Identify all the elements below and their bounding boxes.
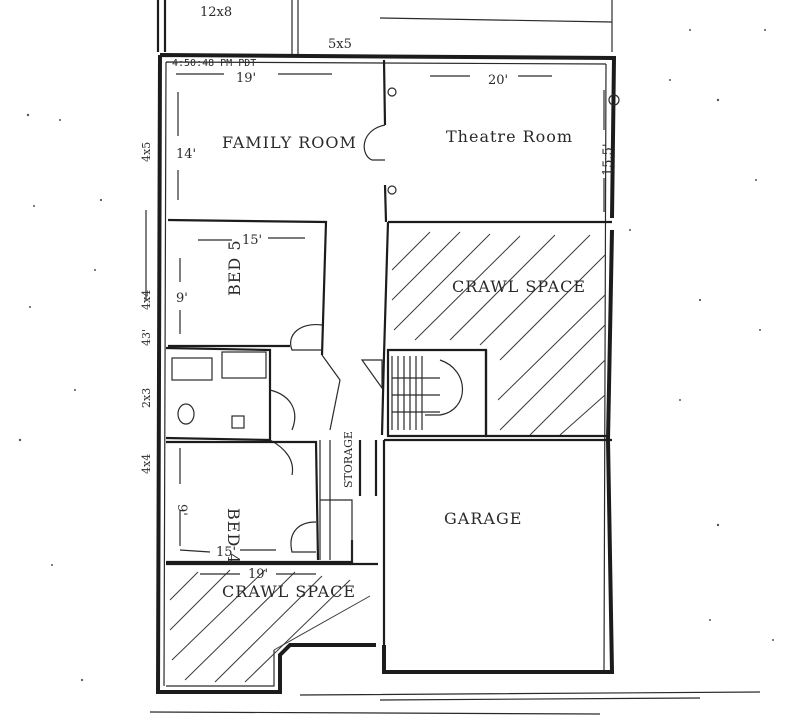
bathroom — [165, 346, 296, 476]
scan-specks — [18, 29, 774, 682]
family-width-label: 19' — [236, 71, 256, 86]
storage-walls — [358, 440, 378, 496]
side-label-43: 43' — [140, 329, 153, 346]
theatre-width-label: 20' — [488, 73, 508, 88]
hallway-lines — [319, 354, 341, 560]
bed5-label: BED 5 — [225, 239, 244, 296]
vanity-icon — [221, 351, 267, 379]
crawl-space-upper-hatch — [391, 231, 606, 436]
patch-top-label: 12x8 — [200, 5, 232, 20]
theatre-crawl-wall — [380, 220, 612, 436]
toilet-icon — [177, 403, 195, 425]
bathtub-icon — [171, 357, 213, 381]
crawl-width-label: 19' — [248, 567, 268, 582]
stairwell — [360, 348, 608, 438]
garage-label: GARAGE — [444, 509, 522, 528]
side-label-4x4: 4x4 — [140, 290, 153, 310]
bed5-door-swing — [290, 323, 323, 351]
garage-walls — [382, 438, 612, 672]
side-label-2x3: 2x3 — [140, 388, 153, 408]
top-sketch — [156, 0, 613, 55]
patch-entry-label: 5x5 — [328, 37, 352, 52]
bed4-height-label: 9' — [174, 504, 189, 516]
storage-label: STORAGE — [342, 431, 355, 488]
bed5-height-label: 9' — [176, 291, 188, 306]
crawl-space-upper-label: CRAWL SPACE — [452, 277, 586, 296]
family-room-label: FAMILY ROOM — [222, 133, 357, 152]
sink-icon — [231, 415, 245, 429]
crawl-space-lower-hatch — [166, 562, 378, 683]
theatre-height-label: 15.5' — [601, 143, 616, 176]
door-hinge-icon — [387, 87, 397, 97]
outlet-icon — [608, 94, 620, 106]
foundation-lines — [149, 691, 761, 715]
bed4-walls — [166, 440, 354, 564]
scan-timestamp: 4:50:48 PM PDT — [172, 58, 256, 69]
crawl-space-lower-label: CRAWL SPACE — [222, 582, 356, 601]
bed4-label: BED 4 — [224, 508, 243, 565]
family-height-label: 14' — [176, 147, 196, 162]
side-label-4x4b: 4x4 — [140, 454, 153, 474]
door-hinge-icon — [387, 185, 397, 195]
side-label-4x5: 4x5 — [140, 142, 153, 162]
family-theatre-wall — [382, 59, 388, 223]
family-door-swing — [363, 124, 386, 161]
dimension-arrows — [145, 73, 605, 575]
bed4-width-label: 15' — [216, 545, 236, 560]
theatre-room-label: Theatre Room — [446, 127, 573, 146]
bed5-width-label: 15' — [242, 233, 262, 248]
